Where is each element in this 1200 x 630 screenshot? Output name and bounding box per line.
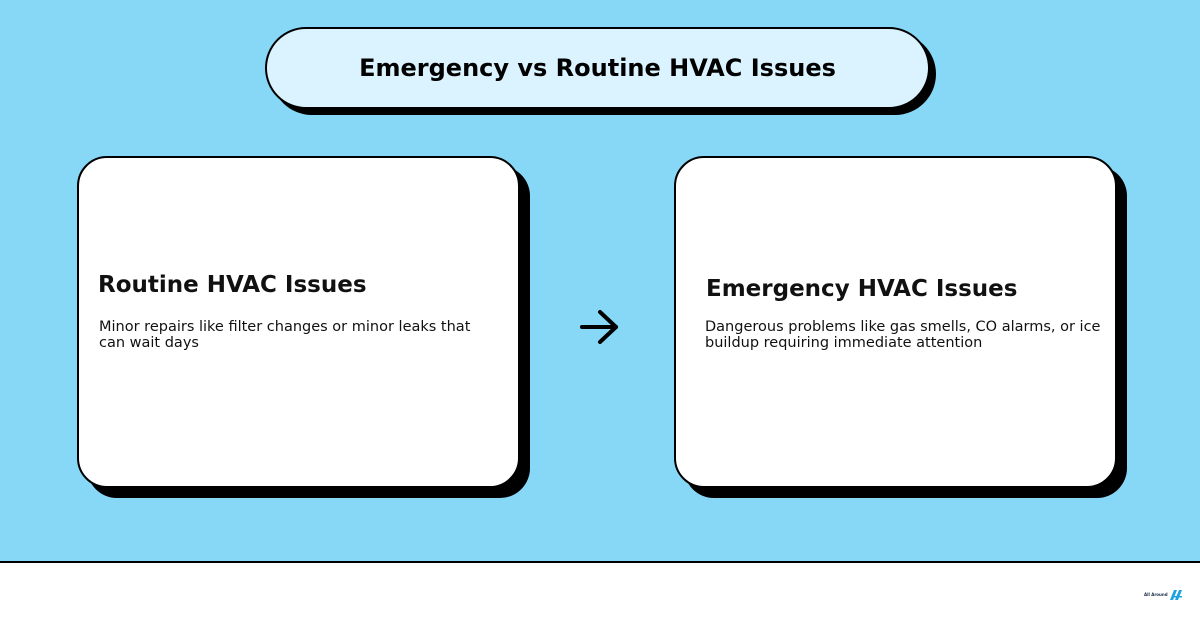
diagram-canvas: Emergency vs Routine HVAC Issues Routine… — [0, 0, 1200, 563]
title-banner: Emergency vs Routine HVAC Issues — [265, 27, 930, 109]
emergency-issues-card: Emergency HVAC Issues Dangerous problems… — [674, 156, 1117, 488]
brand-logo: All Around — [1144, 589, 1184, 601]
routine-issues-card: Routine HVAC Issues Minor repairs like f… — [77, 156, 520, 488]
routine-card-title: Routine HVAC Issues — [98, 272, 367, 298]
emergency-card-description: Dangerous problems like gas smells, CO a… — [705, 319, 1101, 351]
routine-card-description: Minor repairs like filter changes or min… — [99, 319, 471, 351]
emergency-card-title: Emergency HVAC Issues — [706, 276, 1018, 302]
arrow-right-icon — [580, 310, 618, 344]
diagram-title: Emergency vs Routine HVAC Issues — [359, 54, 836, 82]
brand-logo-text: All Around — [1144, 592, 1168, 597]
aa-logo-icon — [1169, 590, 1182, 600]
